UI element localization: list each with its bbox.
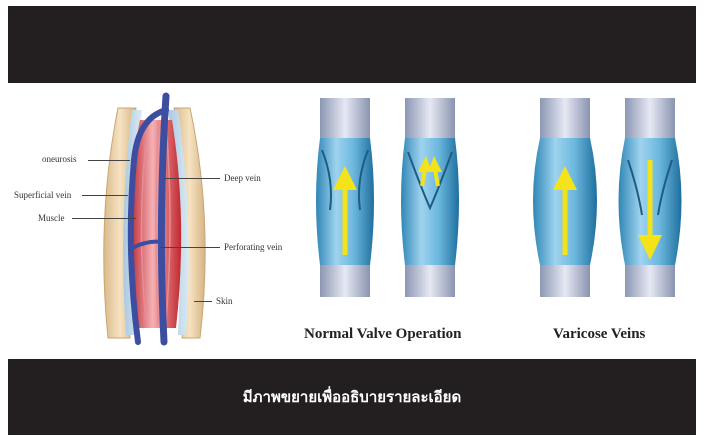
label-deep-vein: Deep vein bbox=[224, 173, 261, 183]
zoom-caption: มีภาพขยายเพื่ออธิบายรายละเอียด bbox=[243, 385, 461, 409]
normal-vein-closed bbox=[401, 98, 459, 297]
leg-anatomy-diagram: oneurosis Superficial vein Muscle Deep v… bbox=[8, 90, 304, 352]
normal-valve-caption: Normal Valve Operation bbox=[304, 326, 462, 343]
label-superficial-vein: Superficial vein bbox=[14, 190, 71, 200]
varicose-veins-caption: Varicose Veins bbox=[553, 326, 645, 343]
normal-vein-open bbox=[316, 98, 374, 297]
label-muscle: Muscle bbox=[38, 213, 65, 223]
varicose-vein-reflux bbox=[619, 98, 682, 297]
valve-comparison: Normal Valve Operation Varicose Veins bbox=[300, 90, 700, 355]
label-aponeurosis: oneurosis bbox=[42, 154, 77, 164]
caption-banner: มีภาพขยายเพื่ออธิบายรายละเอียด bbox=[8, 359, 696, 435]
label-perforating-vein: Perforating vein bbox=[224, 242, 282, 252]
label-skin: Skin bbox=[216, 296, 233, 306]
varicose-vein-open bbox=[533, 98, 597, 297]
top-banner bbox=[8, 6, 696, 83]
